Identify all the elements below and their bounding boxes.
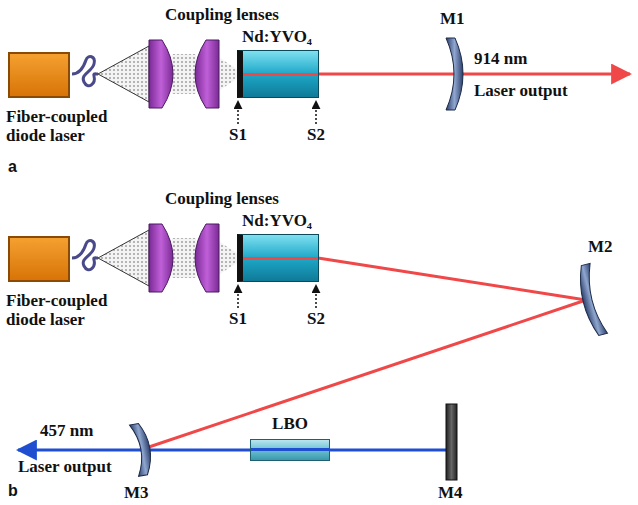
panel-letter: a [8, 158, 17, 176]
part-label: Fiber-coupled diode laser [6, 108, 138, 145]
laser-beam [251, 448, 329, 451]
surface-label: S1 [229, 126, 247, 145]
diode-body [8, 236, 70, 282]
output-label: Laser output [18, 458, 112, 477]
laser-crystal: Nd:YVO₄ [234, 28, 320, 98]
mirror-label: M2 [588, 238, 613, 257]
wavelength-label: 457 nm [40, 422, 93, 441]
part-label: LBO [250, 415, 330, 434]
diode-laser: Fiber-coupled diode laser [8, 52, 138, 145]
wavelength-label: 914 nm [474, 50, 527, 69]
panel-letter: b [8, 482, 18, 500]
lbo-crystal: LBO [250, 415, 330, 461]
laser-crystal: Nd:YVO₄ [234, 212, 320, 282]
output-label: Laser output [474, 82, 568, 101]
mirror-label: M4 [438, 484, 463, 503]
crystal-body [237, 234, 319, 282]
heading: Coupling lenses [165, 6, 279, 25]
surface-label: S2 [307, 126, 325, 145]
crystal-body [237, 50, 319, 98]
mirror-label: M3 [124, 484, 149, 503]
diode-body [8, 52, 70, 98]
part-label: Nd:YVO₄ [234, 212, 320, 231]
surface-label: S2 [307, 310, 325, 329]
laser-beam [243, 73, 318, 76]
surface-label: S1 [229, 310, 247, 329]
mirror-label: M1 [440, 10, 465, 29]
part-label: Fiber-coupled diode laser [6, 292, 138, 329]
heading: Coupling lenses [165, 190, 279, 209]
part-label: Nd:YVO₄ [234, 28, 320, 47]
laser-beam [243, 257, 318, 260]
lbo-body [250, 439, 330, 461]
diode-laser: Fiber-coupled diode laser [8, 236, 138, 329]
